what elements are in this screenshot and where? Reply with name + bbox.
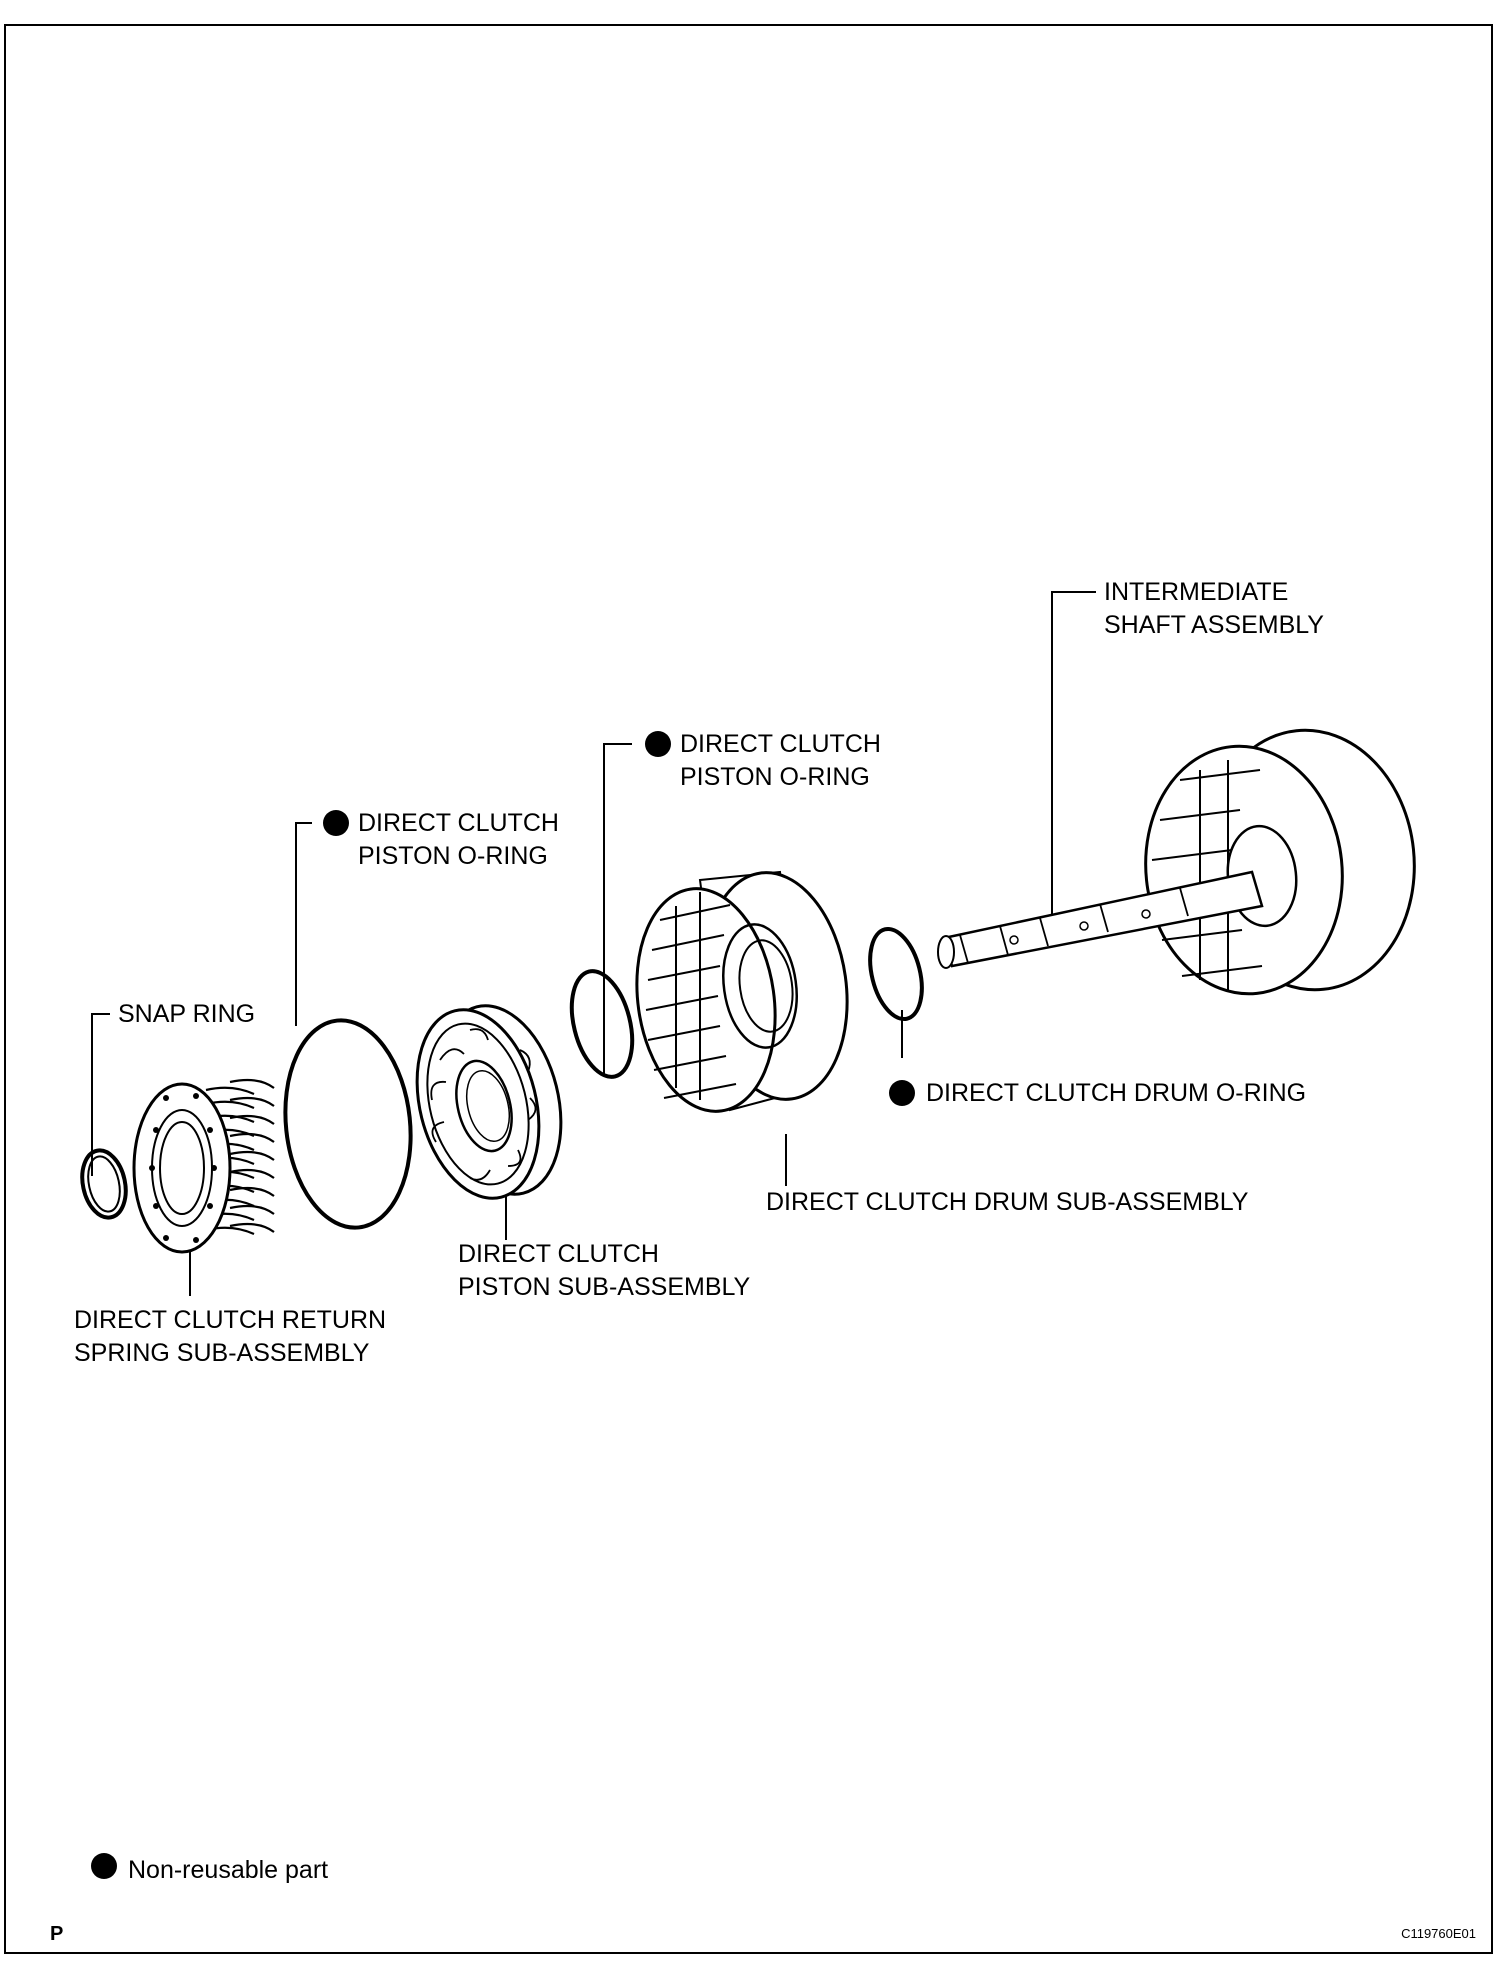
figure-code: C119760E01 — [1401, 1926, 1476, 1941]
drum-o-ring-part — [868, 926, 924, 1022]
piston-sub-assembly-part — [415, 1004, 563, 1200]
drawing-frame — [4, 24, 1493, 1954]
return-spring-part — [132, 1078, 275, 1254]
label-snap-ring: SNAP RING — [118, 1000, 256, 1028]
piston-o-ring-small-part — [569, 969, 635, 1079]
legend: Non-reusable part — [92, 1856, 328, 1885]
label-piston-sub-assembly: DIRECT CLUTCH PISTON SUB-ASSEMBLY — [458, 1240, 751, 1301]
non-reusable-markers — [91, 731, 915, 1879]
snap-ring-part — [80, 1148, 128, 1220]
drum-sub-assembly-part — [635, 870, 849, 1113]
label-drum-sub-assembly: DIRECT CLUTCH DRUM SUB-ASSEMBLY — [766, 1188, 1249, 1216]
label-piston-o-ring-right: DIRECT CLUTCH PISTON O-RING — [680, 730, 881, 791]
intermediate-shaft-part — [937, 728, 1416, 996]
piston-o-ring-large-part — [283, 1018, 413, 1230]
label-return-spring: DIRECT CLUTCH RETURN SPRING SUB-ASSEMBLY — [74, 1306, 387, 1367]
label-piston-o-ring-left: DIRECT CLUTCH PISTON O-RING — [358, 809, 559, 870]
legend-text: Non-reusable part — [128, 1856, 329, 1884]
label-intermediate-shaft: INTERMEDIATE SHAFT ASSEMBLY — [1104, 578, 1324, 639]
corner-letter: P — [50, 1923, 64, 1945]
label-drum-o-ring: DIRECT CLUTCH DRUM O-RING — [926, 1079, 1307, 1107]
